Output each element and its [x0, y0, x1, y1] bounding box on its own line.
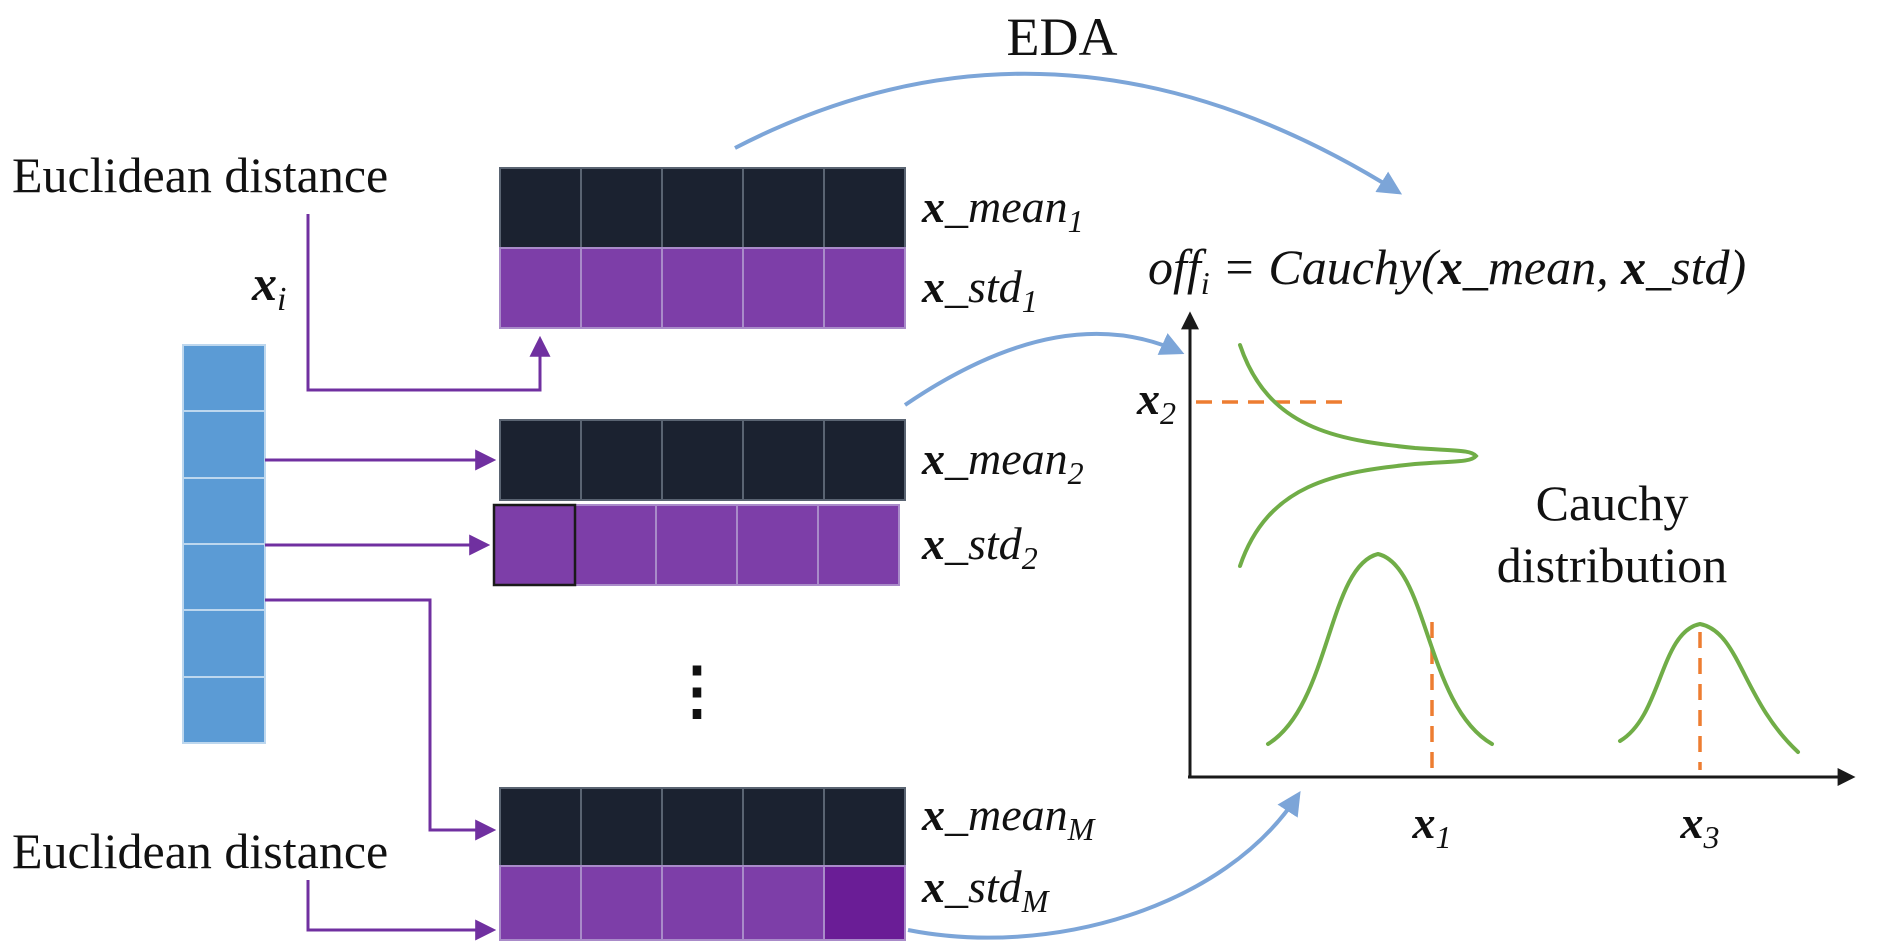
mean-row-M	[499, 787, 906, 867]
mean-row-1	[499, 167, 906, 249]
cauchy-curves	[1238, 343, 1800, 754]
sideways-cauchy-curve	[1238, 343, 1479, 568]
eda-label: EDA	[1007, 7, 1118, 67]
block-to-plot-arrow-bottom	[907, 790, 1301, 940]
connector-to-block1	[306, 214, 551, 392]
x-std-2-label: x_std2	[921, 518, 1038, 576]
input-vector	[182, 344, 266, 744]
x-mean-2-label: x_mean2	[921, 433, 1084, 491]
cauchy-title-line1: Cauchy	[1536, 475, 1689, 531]
blue-flow-arrows	[734, 71, 1403, 940]
ellipsis: ⋮	[665, 655, 729, 726]
euclidean-distance-bottom-label: Euclidean distance	[12, 823, 388, 879]
cauchy-title-line2: distribution	[1497, 537, 1728, 593]
xi-label: xi	[251, 255, 286, 318]
formula: offi = Cauchy(x_mean, x_std)	[1148, 239, 1746, 301]
x-std-1-label: x_std1	[921, 261, 1038, 319]
connector-to-blockM-std	[306, 880, 497, 941]
mean-std-block-1	[499, 167, 906, 329]
mean-std-block-2	[492, 419, 906, 587]
cauchy-curve-x3	[1618, 621, 1800, 754]
x-std-M-label: x_stdM	[921, 861, 1051, 919]
mean-row-2	[499, 419, 906, 501]
std-row-M-last-cell	[823, 865, 906, 941]
eda-arrow	[734, 71, 1403, 195]
highlighted-cell-outline	[492, 503, 577, 587]
x3-label: x3	[1680, 797, 1720, 855]
dashed-guides	[1196, 400, 1702, 770]
x-mean-M-label: x_meanM	[921, 789, 1097, 847]
connector-to-blockM-mean	[265, 598, 497, 841]
x2-label: x2	[1136, 373, 1176, 431]
euclidean-distance-top-label: Euclidean distance	[12, 147, 388, 203]
x1-label: x1	[1412, 797, 1452, 855]
mean-std-block-M	[499, 787, 906, 941]
cauchy-curve-x1	[1266, 551, 1494, 746]
x-mean-1-label: x_mean1	[921, 181, 1084, 239]
std-row-2	[493, 504, 900, 586]
block-to-plot-arrow-top	[903, 331, 1185, 407]
plot-axes	[1181, 311, 1856, 786]
std-row-1	[499, 247, 906, 329]
purple-connectors	[265, 214, 551, 941]
